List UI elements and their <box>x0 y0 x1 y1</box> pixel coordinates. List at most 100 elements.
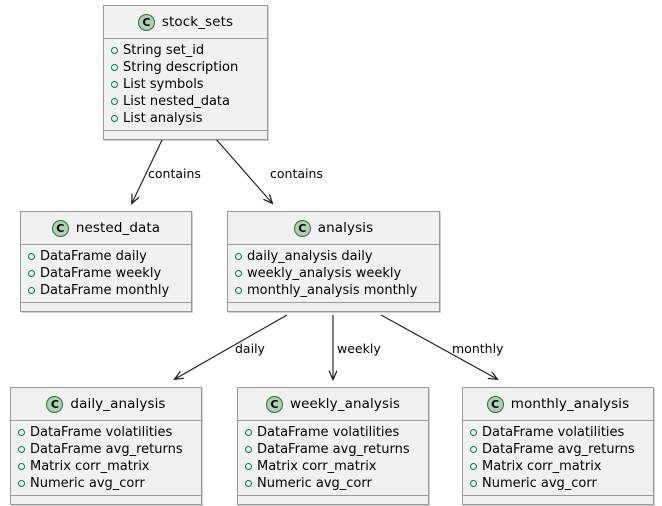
attribute-label: daily_analysis daily <box>247 249 373 264</box>
class-header-weekly_analysis: C weekly_analysis <box>238 388 428 421</box>
edge-label-contains-analysis: contains <box>270 166 323 181</box>
visibility-public-icon <box>245 429 252 436</box>
attribute-label: Numeric avg_corr <box>30 476 145 491</box>
visibility-public-icon <box>245 480 252 487</box>
attribute-row: DataFrame monthly <box>21 282 191 299</box>
visibility-public-icon <box>111 64 118 71</box>
visibility-public-icon <box>245 463 252 470</box>
visibility-public-icon <box>235 287 242 294</box>
attribute-row: Matrix corr_matrix <box>463 458 653 475</box>
visibility-public-icon <box>235 253 242 260</box>
attribute-label: DataFrame weekly <box>40 266 162 281</box>
visibility-public-icon <box>28 253 35 260</box>
attribute-row: Matrix corr_matrix <box>238 458 428 475</box>
edge-analysis-daily_analysis <box>175 314 288 379</box>
class-attributes-analysis: daily_analysis daily weekly_analysis wee… <box>228 245 439 303</box>
edge-label-weekly: weekly <box>337 341 381 356</box>
attribute-label: String description <box>123 60 239 75</box>
class-box-weekly_analysis[interactable]: C weekly_analysis DataFrame volatilities… <box>237 387 429 505</box>
class-box-daily_analysis[interactable]: C daily_analysis DataFrame volatilities … <box>10 387 202 505</box>
class-name-nested_data: nested_data <box>75 220 161 236</box>
class-methods-compartment <box>11 496 201 504</box>
visibility-public-icon <box>470 429 477 436</box>
class-methods-compartment <box>104 131 267 139</box>
class-name-daily_analysis: daily_analysis <box>70 396 166 412</box>
attribute-row: DataFrame avg_returns <box>463 441 653 458</box>
visibility-public-icon <box>111 98 118 105</box>
visibility-public-icon <box>111 47 118 54</box>
attribute-label: monthly_analysis monthly <box>247 283 418 298</box>
class-methods-compartment <box>21 303 191 311</box>
visibility-public-icon <box>28 287 35 294</box>
attribute-label: Matrix corr_matrix <box>30 459 150 474</box>
attribute-row: Numeric avg_corr <box>11 475 201 492</box>
visibility-public-icon <box>235 270 242 277</box>
attribute-row: String description <box>104 59 267 76</box>
attribute-row: monthly_analysis monthly <box>228 282 439 299</box>
class-name-stock_sets: stock_sets <box>161 14 234 30</box>
edge-stock_sets-analysis <box>214 137 272 203</box>
class-methods-compartment <box>228 303 439 311</box>
class-circle-icon: C <box>51 219 69 237</box>
attribute-label: Numeric avg_corr <box>257 476 372 491</box>
attribute-row: Numeric avg_corr <box>463 475 653 492</box>
class-circle-icon: C <box>293 219 311 237</box>
visibility-public-icon <box>28 270 35 277</box>
class-box-stock_sets[interactable]: C stock_sets String set_id String descri… <box>103 5 268 140</box>
class-attributes-monthly_analysis: DataFrame volatilities DataFrame avg_ret… <box>463 421 653 496</box>
attribute-label: weekly_analysis weekly <box>247 266 402 281</box>
edge-label-contains-nested_data: contains <box>148 166 201 181</box>
visibility-public-icon <box>470 446 477 453</box>
class-header-analysis: C analysis <box>228 212 439 245</box>
class-attributes-weekly_analysis: DataFrame volatilities DataFrame avg_ret… <box>238 421 428 496</box>
attribute-label: DataFrame daily <box>40 249 147 264</box>
visibility-public-icon <box>18 446 25 453</box>
attribute-label: DataFrame monthly <box>40 283 170 298</box>
attribute-row: DataFrame daily <box>21 248 191 265</box>
attribute-row: String set_id <box>104 42 267 59</box>
visibility-public-icon <box>111 81 118 88</box>
attribute-label: List symbols <box>123 77 204 92</box>
attribute-label: String set_id <box>123 43 205 58</box>
edge-label-daily: daily <box>235 341 265 356</box>
attribute-label: DataFrame avg_returns <box>30 442 183 457</box>
attribute-row: DataFrame volatilities <box>11 424 201 441</box>
attribute-label: List nested_data <box>123 94 230 109</box>
visibility-public-icon <box>18 480 25 487</box>
class-circle-icon: C <box>137 13 155 31</box>
class-box-analysis[interactable]: C analysis daily_analysis daily weekly_a… <box>227 211 440 312</box>
attribute-row: DataFrame volatilities <box>463 424 653 441</box>
attribute-label: Matrix corr_matrix <box>482 459 602 474</box>
edge-label-monthly: monthly <box>452 341 504 356</box>
attribute-row: Numeric avg_corr <box>238 475 428 492</box>
attribute-row: weekly_analysis weekly <box>228 265 439 282</box>
class-name-weekly_analysis: weekly_analysis <box>289 396 401 412</box>
class-box-nested_data[interactable]: C nested_data DataFrame daily DataFrame … <box>20 211 192 312</box>
attribute-row: List symbols <box>104 76 267 93</box>
class-attributes-stock_sets: String set_id String description List sy… <box>104 39 267 131</box>
class-box-monthly_analysis[interactable]: C monthly_analysis DataFrame volatilitie… <box>462 387 654 505</box>
attribute-label: Numeric avg_corr <box>482 476 597 491</box>
attribute-row: Matrix corr_matrix <box>11 458 201 475</box>
attribute-row: List nested_data <box>104 93 267 110</box>
class-circle-icon: C <box>486 395 504 413</box>
class-header-monthly_analysis: C monthly_analysis <box>463 388 653 421</box>
class-header-stock_sets: C stock_sets <box>104 6 267 39</box>
attribute-label: DataFrame avg_returns <box>257 442 410 457</box>
class-header-nested_data: C nested_data <box>21 212 191 245</box>
class-attributes-daily_analysis: DataFrame volatilities DataFrame avg_ret… <box>11 421 201 496</box>
attribute-row: DataFrame volatilities <box>238 424 428 441</box>
attribute-label: DataFrame volatilities <box>257 425 400 440</box>
visibility-public-icon <box>470 463 477 470</box>
visibility-public-icon <box>111 115 118 122</box>
attribute-row: DataFrame weekly <box>21 265 191 282</box>
attribute-label: Matrix corr_matrix <box>257 459 377 474</box>
class-circle-icon: C <box>265 395 283 413</box>
attribute-label: DataFrame avg_returns <box>482 442 635 457</box>
attribute-row: daily_analysis daily <box>228 248 439 265</box>
visibility-public-icon <box>18 429 25 436</box>
class-methods-compartment <box>238 496 428 504</box>
visibility-public-icon <box>470 480 477 487</box>
attribute-label: DataFrame volatilities <box>30 425 173 440</box>
visibility-public-icon <box>245 446 252 453</box>
